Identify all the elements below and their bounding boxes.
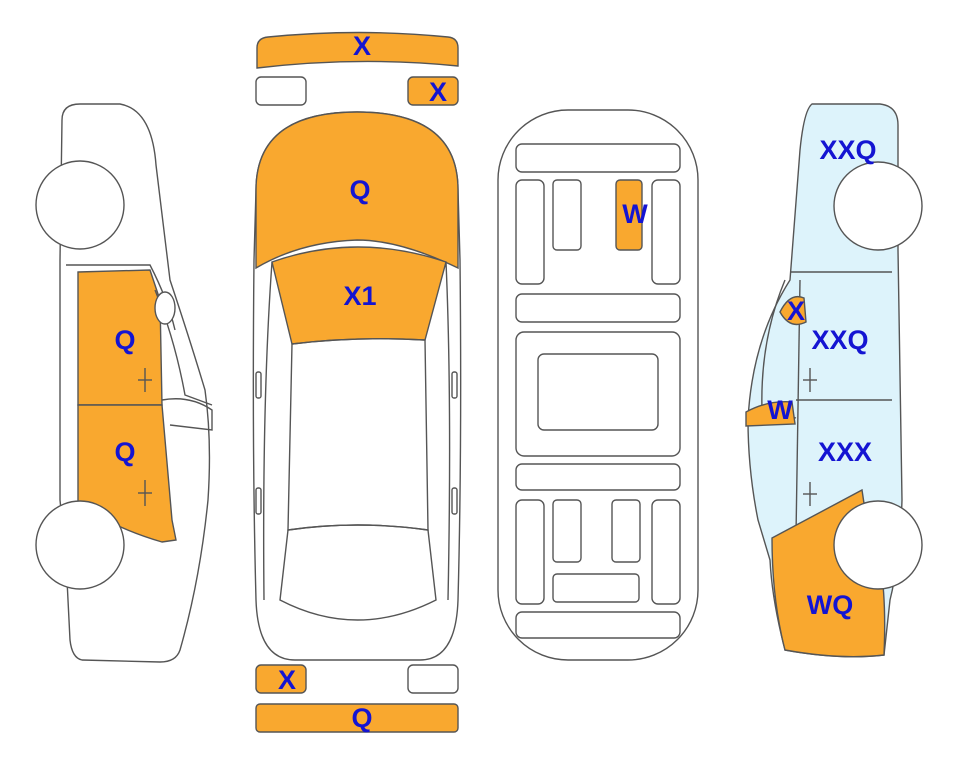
left-pillar xyxy=(262,261,273,601)
underbody-view: W xyxy=(497,109,699,661)
left-window-2 xyxy=(161,398,213,431)
underbody-front-right xyxy=(651,179,681,285)
label-right-mirror: X xyxy=(787,296,805,326)
label-front-small-panel: X xyxy=(429,77,447,107)
right-rear-wheel xyxy=(833,500,923,590)
rear-window xyxy=(279,524,437,621)
label-left-rear-door: Q xyxy=(114,437,135,467)
label-right-a-pillar: W xyxy=(767,395,793,425)
right-a-pillar xyxy=(745,401,796,427)
hood xyxy=(255,111,459,270)
top-right-mirror xyxy=(451,371,458,399)
top-right-handle xyxy=(451,487,458,515)
underbody-rear-cross xyxy=(515,463,681,491)
underbody-front-cross xyxy=(515,143,681,173)
label-rear-small-panel: X xyxy=(278,665,296,695)
underbody-rear-inner-right xyxy=(611,499,641,563)
label-front-bumper: X xyxy=(353,31,371,61)
left-front-wheel xyxy=(35,160,125,250)
left-front-door xyxy=(77,269,163,406)
front-left-small-panel xyxy=(255,76,307,106)
left-rear-wheel xyxy=(35,500,125,590)
label-windshield: X1 xyxy=(343,281,376,311)
underbody-back-cross xyxy=(515,611,681,639)
underbody-rear-left xyxy=(515,499,545,605)
label-right-rear-quarter: WQ xyxy=(807,590,854,620)
label-right-front-door: XXQ xyxy=(811,325,868,355)
rear-left-small-panel xyxy=(255,664,307,694)
label-roof-pillar: W xyxy=(622,199,648,229)
label-left-front-door: Q xyxy=(114,325,135,355)
label-right-front-fender: XXQ xyxy=(819,135,876,165)
top-view: X X Q X1 X Q xyxy=(252,31,462,733)
left-side-view: Q Q xyxy=(35,103,213,663)
front-right-small-panel xyxy=(407,76,459,106)
label-hood: Q xyxy=(349,175,370,205)
underbody-rear-bar xyxy=(552,573,640,603)
rear-right-small-panel xyxy=(407,664,459,694)
underbody-front-inner-left xyxy=(552,179,582,251)
right-mirror xyxy=(779,295,807,326)
underbody-center-box xyxy=(537,353,659,431)
underbody-front-left xyxy=(515,179,545,285)
top-left-mirror xyxy=(255,371,262,399)
label-right-rear-door: XXX xyxy=(818,437,872,467)
underbody-mid-cross xyxy=(515,293,681,323)
left-mirror xyxy=(154,291,176,325)
roof-pillar-panel xyxy=(615,179,643,251)
right-front-wheel xyxy=(833,161,923,251)
front-bumper xyxy=(256,31,459,69)
right-side-view: XXQ X XXQ W XXX WQ xyxy=(745,103,923,658)
top-left-handle xyxy=(255,487,262,515)
underbody-rear-inner-left xyxy=(552,499,582,563)
underbody-rear-right xyxy=(651,499,681,605)
right-window-line xyxy=(761,279,797,419)
rear-bumper xyxy=(255,703,459,733)
label-rear-bumper: Q xyxy=(351,703,372,733)
right-pillar xyxy=(445,261,451,601)
